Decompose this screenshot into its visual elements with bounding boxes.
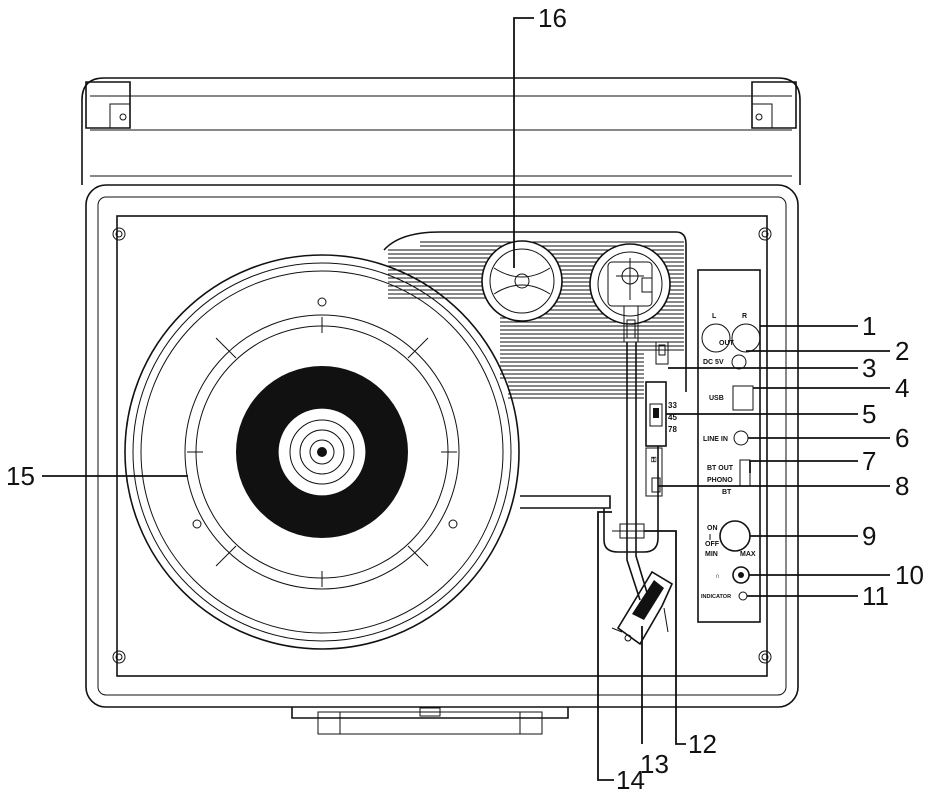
speed-45: 45: [668, 413, 677, 422]
label-out-r: R: [742, 313, 747, 320]
usb-port[interactable]: [732, 385, 754, 411]
label-indicator: INDICATOR: [701, 594, 731, 600]
label-bt: BT: [722, 489, 732, 496]
tonearm: [589, 243, 671, 601]
dc-jack[interactable]: [731, 354, 747, 370]
adapter-45rpm: [481, 240, 563, 322]
callout-9: 9: [862, 521, 876, 551]
arm-lock-mark: ⚿: [651, 457, 657, 464]
label-usb: USB: [709, 395, 724, 402]
callout-6: 6: [895, 423, 909, 453]
case-lid: [81, 77, 801, 185]
platter: [124, 254, 520, 650]
label-off: OFF: [705, 541, 720, 548]
control-panel: L R OUT DC 5V USB LINE IN BT OUT PHONO B…: [697, 269, 761, 623]
power-volume-knob[interactable]: [719, 520, 751, 552]
label-out-l: L: [712, 313, 717, 320]
indicator-led: [738, 591, 748, 601]
callout-labels: 1 2 3 4 5 6 7 8 9 10 11 12 13 14 15 16: [6, 3, 924, 795]
rca-out-right[interactable]: [731, 323, 761, 353]
label-on: ON: [707, 525, 718, 532]
callout-11: 11: [862, 581, 889, 611]
callout-16: 16: [538, 3, 567, 33]
label-phono: PHONO: [707, 477, 733, 484]
leader-lines: [42, 17, 890, 781]
label-out: OUT: [719, 340, 735, 347]
mode-switch[interactable]: [739, 459, 751, 487]
label-dc5v: DC 5V: [703, 359, 724, 366]
speed-78: 78: [668, 425, 677, 434]
callout-4: 4: [895, 373, 909, 403]
callout-14: 14: [616, 765, 645, 795]
cue-lever: [655, 341, 669, 365]
callout-2: 2: [895, 336, 909, 366]
case-base: [85, 184, 799, 735]
callout-12: 12: [688, 729, 717, 759]
callout-7: 7: [862, 446, 876, 476]
headphone-icon: ∩: [715, 573, 720, 580]
label-min: MIN: [705, 551, 718, 558]
callout-8: 8: [895, 471, 909, 501]
rca-out-left[interactable]: [701, 323, 731, 353]
label-bt-out: BT OUT: [707, 465, 734, 472]
speed-33: 33: [668, 401, 677, 410]
callout-1: 1: [862, 311, 876, 341]
arm-rest: ⚿: [520, 446, 663, 553]
callout-15: 15: [6, 461, 35, 491]
line-in-jack[interactable]: [733, 430, 749, 446]
cartridge: [611, 570, 674, 646]
callout-5: 5: [862, 399, 876, 429]
label-max: MAX: [740, 551, 756, 558]
label-line-in: LINE IN: [703, 436, 728, 443]
callout-10: 10: [895, 560, 924, 590]
callout-13: 13: [640, 749, 669, 779]
callout-3: 3: [862, 353, 876, 383]
